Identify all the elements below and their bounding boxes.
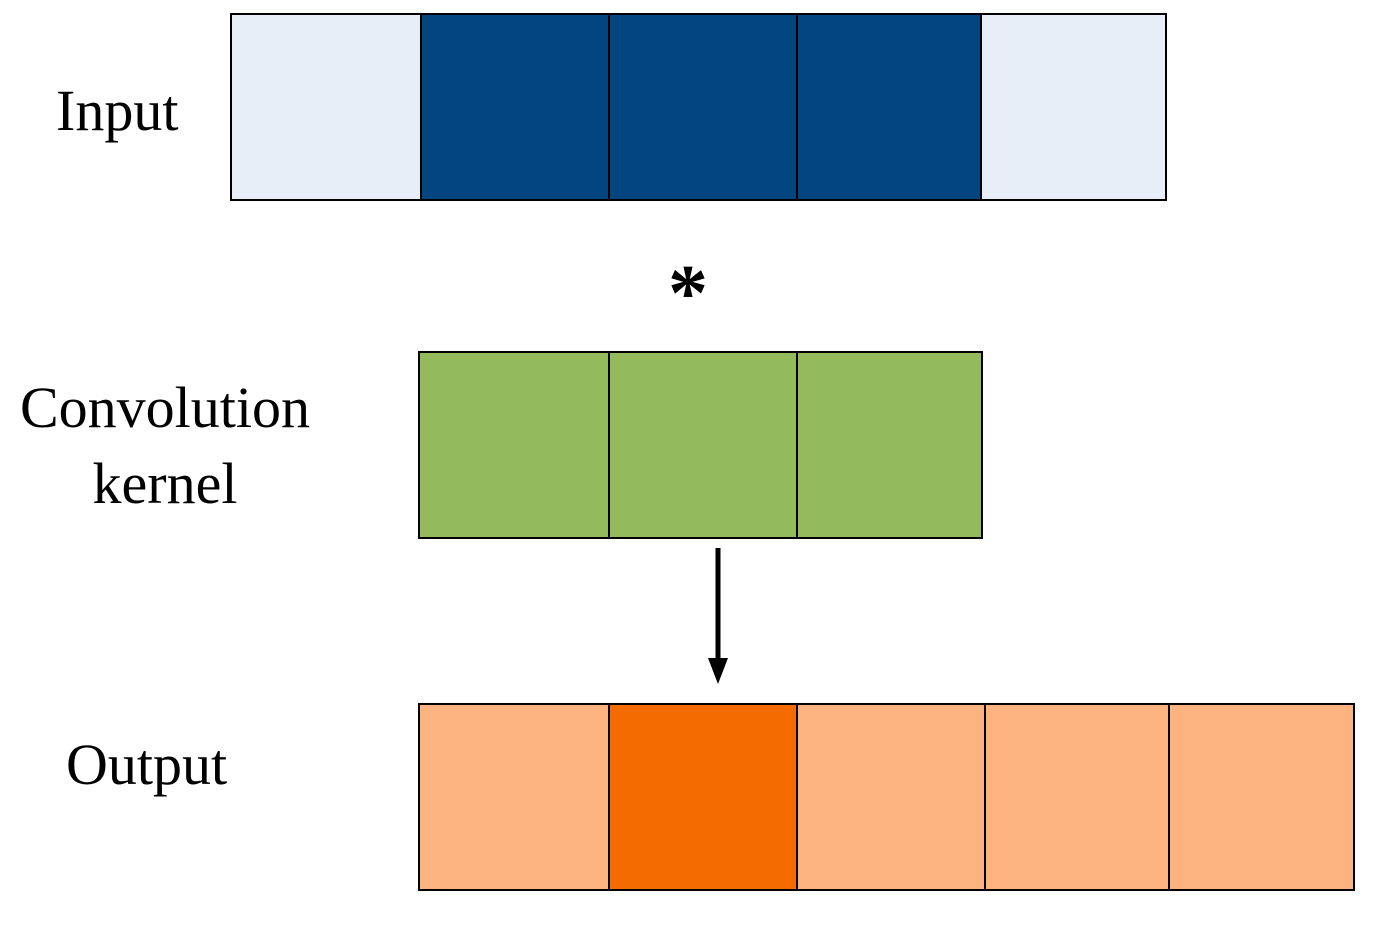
input-label: Input [56,78,179,143]
convolution-kernel-label-line2: kernel [92,451,238,516]
down-arrow-icon [708,548,728,684]
output-cell [608,705,796,889]
output-label: Output [66,732,228,797]
input-cell [608,15,796,199]
input-cell [980,15,1165,199]
input-row [230,13,1167,201]
convolution-kernel-label: Convolution kernel [20,370,310,522]
output-cell [796,705,984,889]
kernel-cell [420,353,608,537]
kernel-row [418,351,983,539]
output-cell [420,705,608,889]
input-cell [796,15,980,199]
convolution-operator-asterisk: * [668,250,708,338]
input-cell [420,15,608,199]
output-cell [984,705,1168,889]
arrow-head [708,658,728,684]
output-cell [1168,705,1353,889]
kernel-cell [608,353,796,537]
output-row [418,703,1355,891]
input-cell [232,15,420,199]
convolution-kernel-label-line1: Convolution [20,375,311,440]
kernel-cell [796,353,981,537]
